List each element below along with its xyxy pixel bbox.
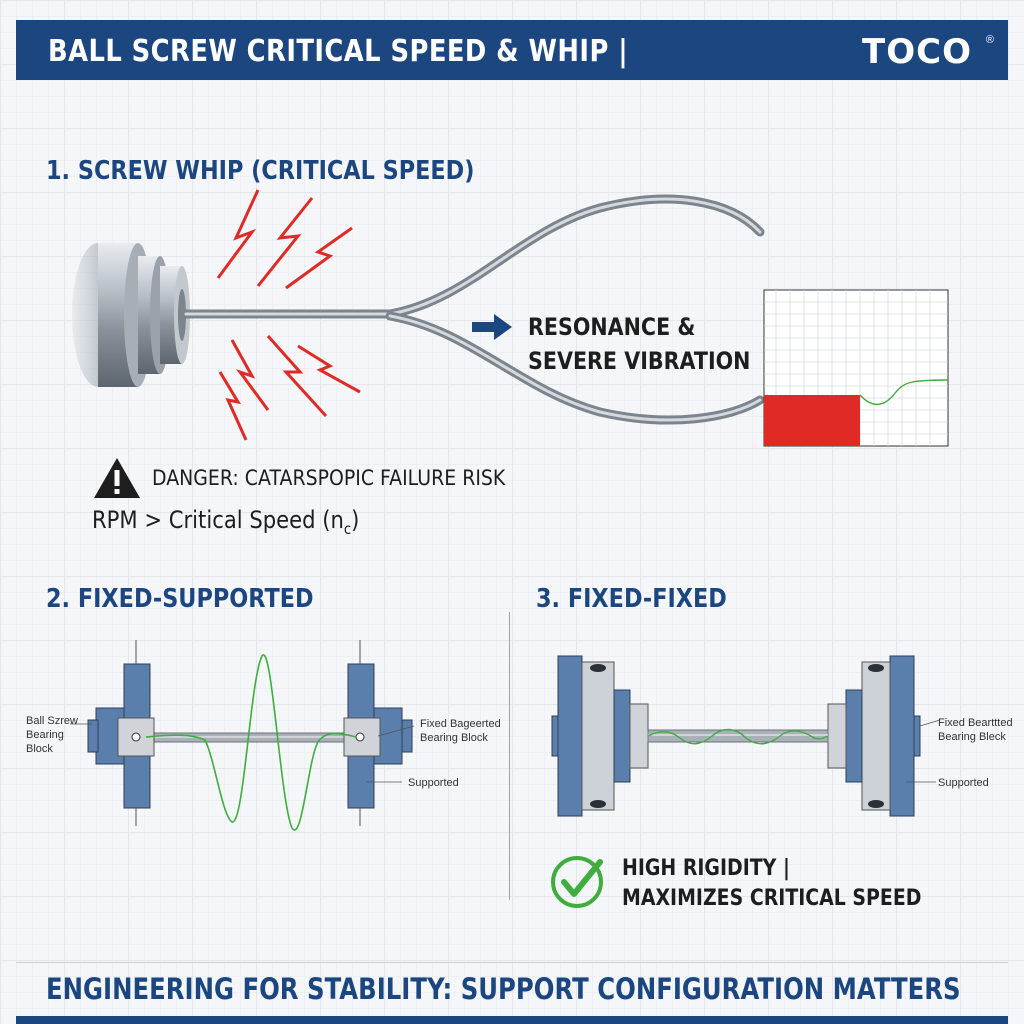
rigidity-note: HIGH RIGIDITY | MAXIMIZES CRITICAL SPEED	[622, 854, 921, 914]
fixed-bearing-label-line2: Bearing Block	[420, 732, 488, 744]
motor-hub	[72, 243, 190, 387]
rpm-formula-subscript: c	[343, 519, 352, 538]
warning-icon	[94, 458, 140, 498]
rigidity-line1: HIGH RIGIDITY |	[622, 856, 790, 881]
whipping-shaft	[181, 194, 765, 425]
danger-text: DANGER: CATARSPOPIC FAILURE RISK	[152, 466, 506, 490]
fixed-supported-diagram	[70, 640, 415, 831]
footer-bar	[16, 1016, 1008, 1024]
header-bar: BALL SCREW CRITICAL SPEED & WHIP | TOCO …	[16, 20, 1008, 80]
page-title: BALL SCREW CRITICAL SPEED & WHIP |	[48, 34, 629, 69]
fixed-bearing-label-3: Fixed Bearttted Bearing Bleck	[938, 716, 1013, 744]
vibration-wave-small	[647, 728, 829, 745]
rpm-formula-text: RPM > Critical Speed (n	[92, 506, 344, 534]
fixed-bearing-label-line1: Fixed Bageerted	[420, 718, 501, 730]
left-fixed-block	[551, 655, 649, 817]
right-fixed-block	[827, 655, 921, 817]
ball-screw-bearing-label-line3: Block	[26, 743, 53, 755]
rpm-formula-close: )	[351, 506, 360, 534]
footer-title: ENGINEERING FOR STABILITY: SUPPORT CONFI…	[46, 972, 961, 1006]
screw-whip-illustration	[72, 189, 949, 447]
section-1-title: 1. SCREW WHIP (CRITICAL SPEED)	[46, 156, 475, 186]
fixed-bearing-label: Fixed Bageerted Bearing Block	[420, 717, 501, 745]
checkmark-icon	[551, 856, 603, 908]
fixed-fixed-diagram	[551, 655, 941, 817]
registered-mark: ®	[985, 34, 994, 46]
fixed-bearing-label-3-line2: Bearing Bleck	[938, 731, 1006, 743]
footer-divider	[16, 962, 1008, 963]
arrow-right-icon	[472, 314, 512, 340]
section-2-title: 2. FIXED-SUPPORTED	[46, 584, 314, 614]
lightning-icon	[216, 189, 361, 441]
vibration-wave	[145, 654, 357, 831]
brand-logo: TOCO	[862, 32, 972, 72]
supported-label-3: Supported	[938, 777, 989, 789]
ball-screw-bearing-label-line2: Bearing	[26, 729, 64, 741]
supported-label: Supported	[408, 777, 459, 789]
ball-screw-bearing-label-line1: Ball Szrew	[26, 715, 78, 727]
rpm-formula: RPM > Critical Speed (nc)	[92, 506, 359, 538]
fixed-bearing-label-3-line1: Fixed Bearttted	[938, 717, 1013, 729]
right-bearing-block	[343, 663, 413, 809]
section-divider	[509, 612, 510, 900]
left-bearing-block	[87, 663, 155, 809]
section-3-title: 3. FIXED-FIXED	[536, 584, 727, 614]
resonance-label-line1: RESONANCE &	[528, 313, 696, 341]
rigidity-line2: MAXIMIZES CRITICAL SPEED	[622, 886, 922, 911]
vibration-chart	[763, 289, 949, 447]
ball-screw-bearing-label: Ball Szrew Bearing Block	[26, 714, 78, 756]
resonance-label-line2: SEVERE VIBRATION	[528, 347, 751, 375]
